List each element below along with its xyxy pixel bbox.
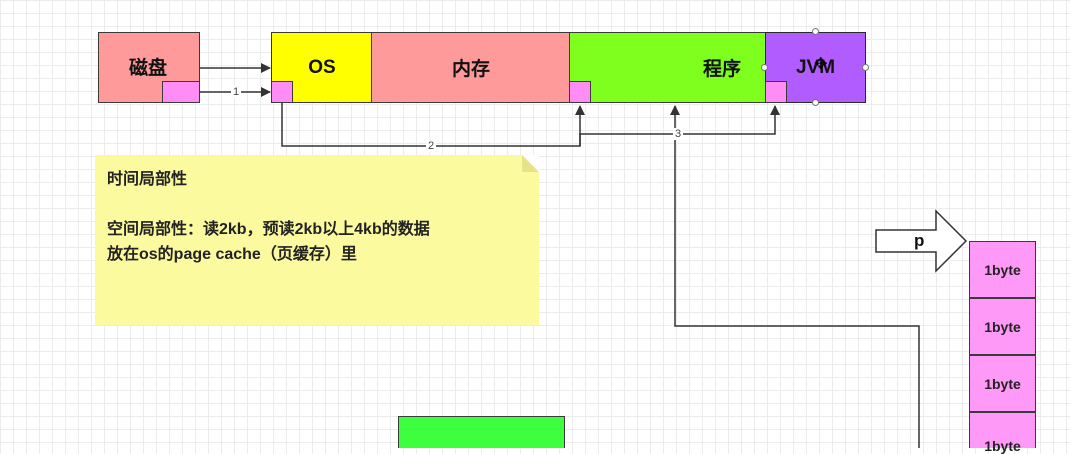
resize-handle-left[interactable] <box>761 64 768 71</box>
green-block[interactable] <box>398 416 565 448</box>
disk-label: 磁盘 <box>129 58 168 79</box>
byte-cell[interactable]: 1byte <box>969 241 1036 298</box>
byte-cell-label: 1byte <box>984 318 1021 335</box>
os-page[interactable] <box>271 81 293 103</box>
program-to-bytes-line[interactable] <box>670 105 920 448</box>
note-title: 时间局部性 <box>107 171 188 188</box>
note-fold-corner <box>522 155 539 172</box>
resize-handle-right[interactable] <box>862 64 869 71</box>
edge-1-label: 1 <box>231 86 242 98</box>
resize-handle-bottom[interactable] <box>812 99 819 106</box>
pointer-arrow[interactable] <box>875 209 968 273</box>
pointer-label: p <box>914 231 925 250</box>
program-page[interactable] <box>569 81 591 103</box>
move-cursor-icon: ✥ <box>814 56 828 73</box>
disk-page[interactable] <box>162 81 200 103</box>
byte-cell[interactable]: 1byte <box>969 412 1036 454</box>
byte-cell-label: 1byte <box>984 438 1021 454</box>
byte-cell[interactable]: 1byte <box>969 298 1036 355</box>
byte-cell-label: 1byte <box>984 375 1021 392</box>
byte-cell-label: 1byte <box>984 261 1021 278</box>
program-label: 程序 <box>702 59 741 80</box>
edge-3-label: 3 <box>673 128 684 140</box>
jvm-page[interactable] <box>765 81 787 103</box>
program-block[interactable]: 程序 <box>569 32 767 103</box>
edge-3[interactable] <box>579 105 780 146</box>
resize-handle-top[interactable] <box>812 28 819 35</box>
edge-2-label: 2 <box>426 140 437 152</box>
sticky-note[interactable]: 时间局部性 空间局部性：读2kb，预读2kb以上4kb的数据 放在os的page… <box>95 155 539 325</box>
note-line-page-cache: 放在os的page cache（页缓存）里 <box>107 246 357 263</box>
note-line-spatial-locality: 空间局部性：读2kb，预读2kb以上4kb的数据 <box>107 221 430 238</box>
memory-label: 内存 <box>451 59 490 80</box>
jvm-label: JVM <box>795 56 836 78</box>
os-label: OS <box>308 56 336 78</box>
byte-cell[interactable]: 1byte <box>969 355 1036 412</box>
memory-block[interactable]: 内存 <box>371 32 571 103</box>
